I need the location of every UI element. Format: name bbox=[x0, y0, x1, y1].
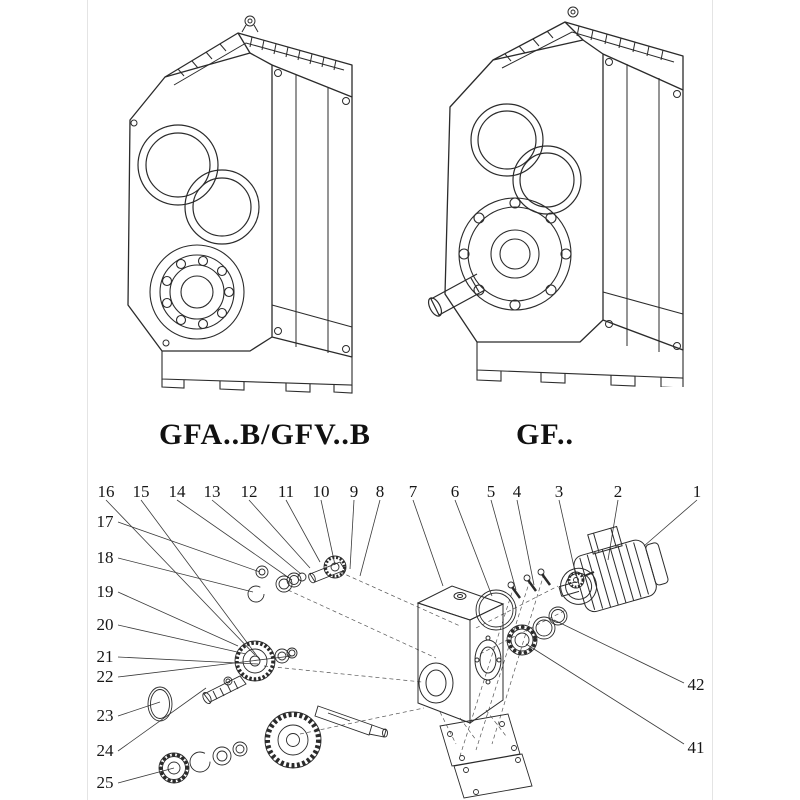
input-pinion-assembly bbox=[247, 555, 347, 603]
gear-housing bbox=[416, 585, 505, 724]
callout-14: 14 bbox=[168, 482, 186, 501]
callout-leader-lines bbox=[105, 499, 698, 784]
right-gearbox-roof-ribs bbox=[501, 6, 675, 69]
callout-5: 5 bbox=[486, 482, 496, 501]
callout-8: 8 bbox=[375, 482, 385, 501]
callout-2: 2 bbox=[613, 482, 623, 501]
callout-21: 21 bbox=[96, 647, 114, 666]
exploded-view-figure bbox=[105, 499, 698, 799]
callout-13: 13 bbox=[203, 482, 221, 501]
callout-11: 11 bbox=[277, 482, 295, 501]
assembly-axis-lines bbox=[263, 571, 567, 757]
callout-15: 15 bbox=[132, 482, 150, 501]
right-gearbox-side-panel bbox=[602, 58, 684, 352]
callout-17: 17 bbox=[96, 512, 114, 531]
callout-12: 12 bbox=[240, 482, 258, 501]
left-gearbox-output-bearing bbox=[149, 244, 245, 340]
callout-19: 19 bbox=[96, 582, 114, 601]
right-gearbox-outline bbox=[444, 21, 684, 351]
left-gearbox-base bbox=[161, 351, 353, 394]
callout-16: 16 bbox=[97, 482, 115, 501]
callout-41: 41 bbox=[687, 738, 705, 757]
callout-25: 25 bbox=[96, 773, 114, 792]
intermediate-gear-assembly bbox=[202, 640, 298, 704]
callout-1: 1 bbox=[692, 482, 702, 501]
callout-9: 9 bbox=[349, 482, 359, 501]
gearbox-figure-foot-mounted bbox=[127, 15, 353, 394]
gearbox-figure-flange-shaft bbox=[427, 6, 684, 387]
right-gearbox-output-flange bbox=[458, 197, 572, 311]
model-label-foot-mounted: GFA..B/GFV..B bbox=[159, 418, 371, 451]
callout-20: 20 bbox=[96, 615, 114, 634]
callout-4: 4 bbox=[512, 482, 522, 501]
model-label-flange: GF.. bbox=[516, 418, 574, 451]
callout-22: 22 bbox=[96, 667, 114, 686]
seal-and-bearing-parts bbox=[147, 686, 248, 784]
callout-18: 18 bbox=[96, 548, 114, 567]
callout-7: 7 bbox=[408, 482, 418, 501]
right-gearbox-output-shaft bbox=[427, 273, 486, 317]
output-gear-and-shaft bbox=[264, 705, 388, 769]
page-edge-right bbox=[712, 0, 713, 800]
left-gearbox-roof-ribs bbox=[173, 15, 345, 86]
left-gearbox-side-panel bbox=[130, 69, 353, 353]
callout-23: 23 bbox=[96, 706, 114, 725]
left-gearbox-bores bbox=[137, 124, 260, 245]
callout-6: 6 bbox=[450, 482, 460, 501]
motor-flange-parts bbox=[475, 568, 595, 656]
left-gearbox-outline bbox=[127, 32, 353, 358]
callout-24: 24 bbox=[96, 741, 114, 760]
page-edge-left bbox=[87, 0, 88, 800]
callout-10: 10 bbox=[312, 482, 330, 501]
callout-3: 3 bbox=[554, 482, 564, 501]
right-gearbox-base bbox=[476, 342, 684, 387]
right-gearbox-bores bbox=[470, 103, 582, 215]
electric-motor bbox=[558, 525, 669, 613]
callout-42: 42 bbox=[687, 675, 705, 694]
cover-gasket-plates bbox=[439, 713, 533, 799]
